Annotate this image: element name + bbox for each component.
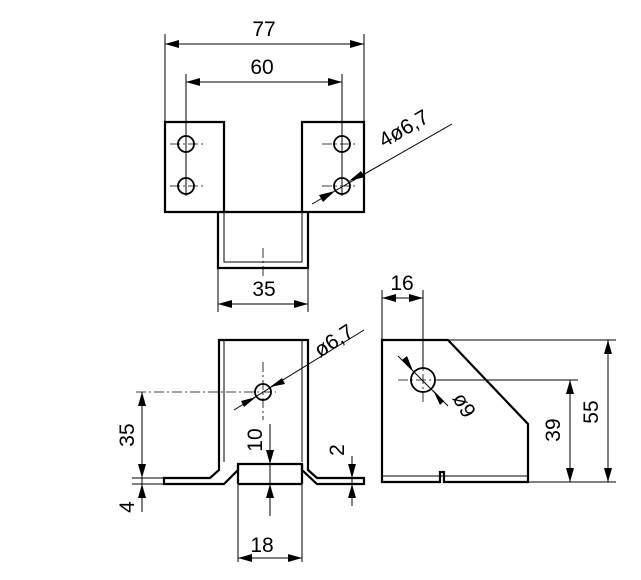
leader-side-hole-label: ø9 (448, 389, 480, 422)
dimension-16-label: 16 (390, 272, 413, 295)
dimension-77: 77 (165, 18, 364, 48)
dimension-4-label: 4 (116, 501, 139, 513)
top-view: 77 60 35 4ø6,7 (163, 18, 453, 312)
dimension-77-label: 77 (252, 18, 275, 41)
front-view-outline (162, 338, 366, 486)
dimension-39: 39 (542, 380, 574, 482)
leader-4-holes: 4ø6,7 (311, 106, 453, 205)
dimension-60-label: 60 (250, 56, 273, 79)
leader-side-hole: ø9 (397, 355, 480, 422)
front-view-inner-wall (223, 340, 303, 462)
dimension-55-label: 55 (580, 400, 603, 423)
dimension-18: 18 (238, 534, 302, 562)
leader-front-hole-label: ø6,7 (310, 320, 358, 362)
dimension-16: 16 (382, 272, 423, 302)
dimension-2-label: 2 (326, 444, 349, 456)
dimension-10-label: 10 (244, 428, 267, 451)
dimension-39-label: 39 (542, 418, 565, 441)
dimension-35-channel-label: 35 (252, 278, 275, 301)
leader-front-hole: ø6,7 (233, 320, 365, 411)
dimension-18-label: 18 (250, 534, 273, 557)
side-view-outline (380, 338, 530, 484)
dimension-10: 10 (244, 424, 274, 516)
side-view: 16 39 55 ø9 (380, 272, 616, 484)
front-view: 35 4 10 2 18 (116, 320, 366, 562)
dimension-2: 2 (326, 444, 356, 506)
dimension-60: 60 (186, 56, 342, 86)
dimension-4: 4 (116, 462, 146, 513)
dimension-35-vertical-label: 35 (116, 423, 139, 446)
dimension-35-channel: 35 (218, 278, 308, 308)
dimension-55: 55 (580, 340, 612, 482)
top-view-centerlines (170, 143, 358, 276)
leader-4-holes-label: 4ø6,7 (375, 106, 433, 153)
